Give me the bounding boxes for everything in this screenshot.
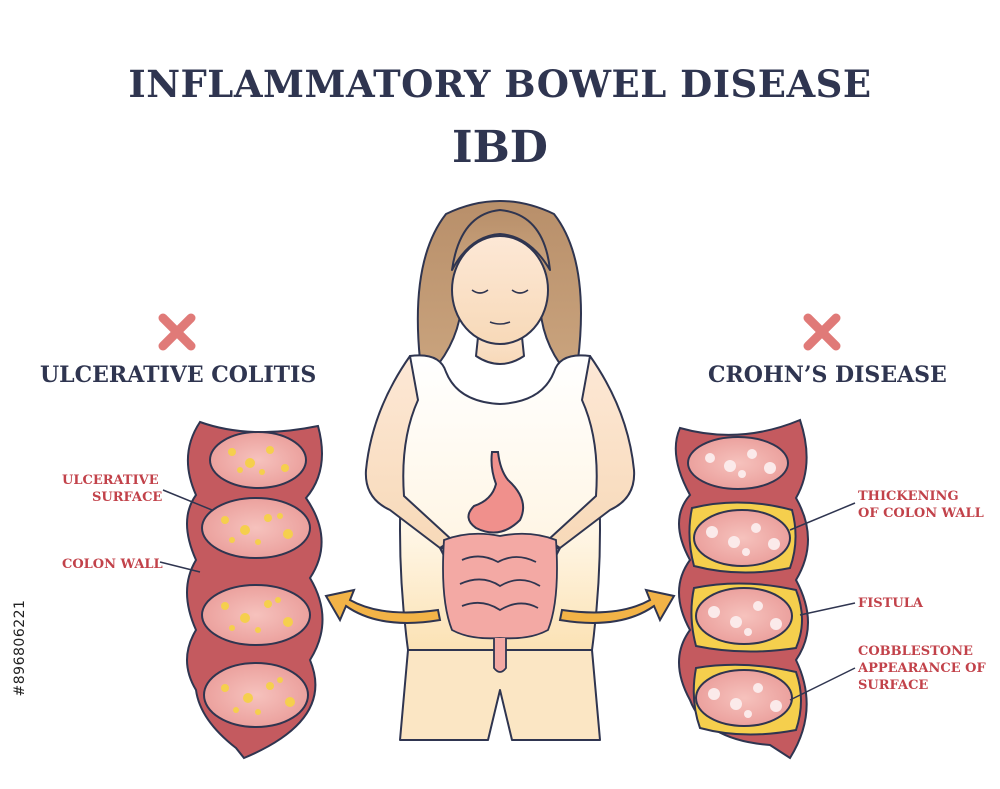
thickening-label-line2: OF COLON WALL [858,506,984,521]
x-mark-icon [803,313,841,351]
intestine-icon [442,532,558,673]
ulcerative-colon [159,420,324,760]
arrow-right-icon [558,588,676,624]
stomach-icon [467,451,524,534]
page-subtitle: IBD [452,122,548,173]
thickening-label: THICKENING OF COLON WALL [858,488,984,522]
fistula-label: FISTULA [858,596,923,611]
cobblestone-label-line2: APPEARANCE OF [858,661,986,676]
cobblestone-label-line1: COBBLESTONE [858,644,973,659]
cobblestone-label: COBBLESTONE APPEARANCE OF SURFACE [858,643,986,694]
page-title: INFLAMMATORY BOWEL DISEASE [128,62,872,106]
ulcerative-surface-label-line2: SURFACE [92,490,163,505]
ulcerative-surface-label: ULCERATIVE SURFACE [62,472,162,506]
crohns-colon [674,418,856,760]
crohns-disease-heading: CROHN’S DISEASE [708,362,947,388]
colon-wall-label: COLON WALL [62,557,163,572]
thickening-label-line1: THICKENING [858,489,959,504]
ulcerative-surface-label-line1: ULCERATIVE [62,473,159,488]
x-mark-icon [158,313,196,351]
cobblestone-label-line3: SURFACE [858,678,929,693]
arrow-left-icon [324,588,442,624]
ulcerative-colitis-heading: ULCERATIVE COLITIS [40,362,317,388]
